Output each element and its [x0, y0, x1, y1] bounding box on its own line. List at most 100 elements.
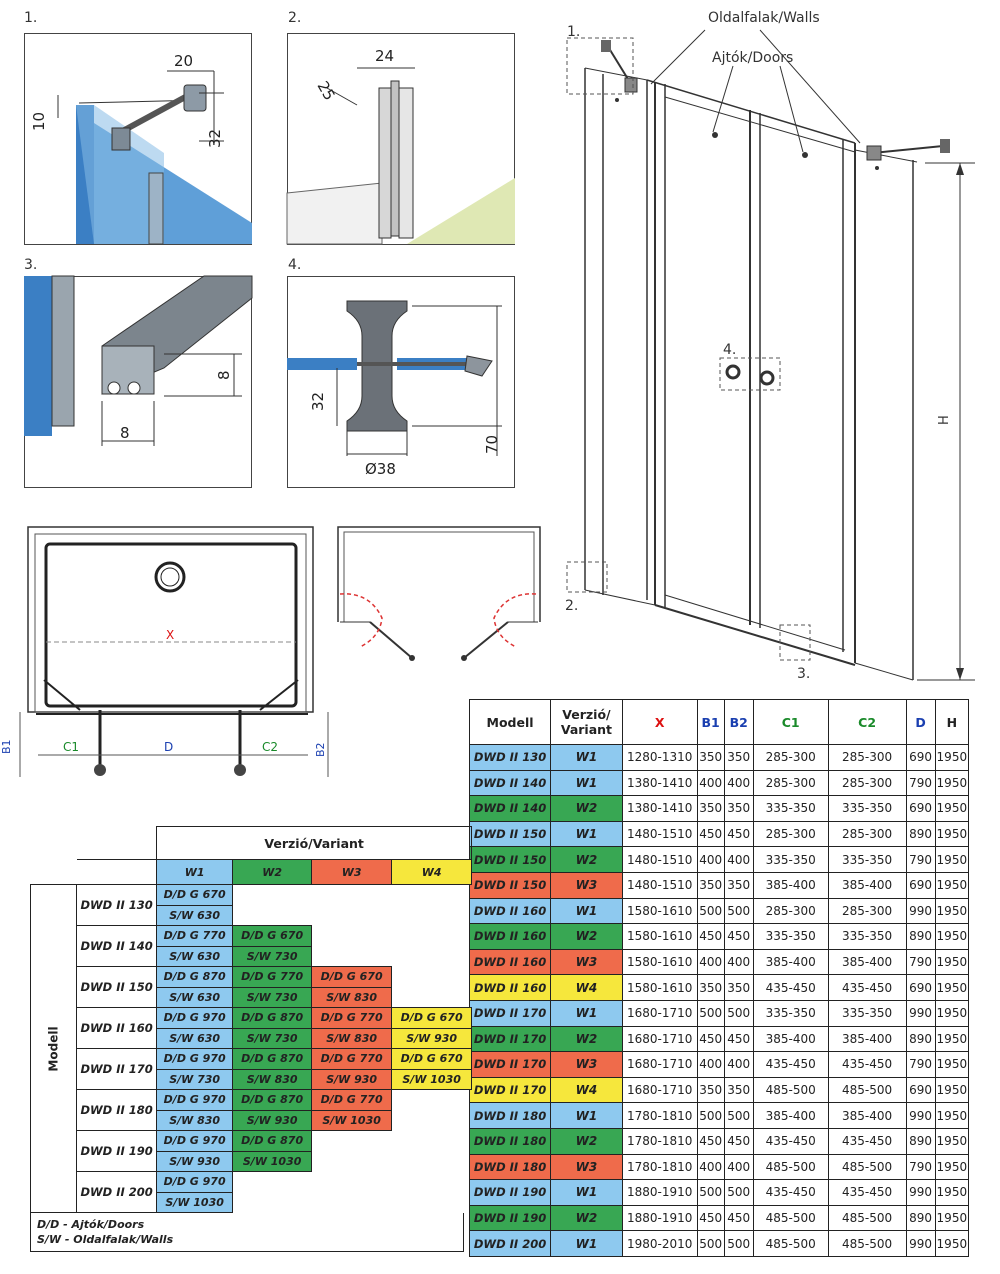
- detail-panel-3: 8 8: [24, 275, 253, 488]
- cell-c1: 435-450: [752, 1179, 829, 1206]
- spec-table-container: Modell Verzió/ Variant X B1 B2 C1 C2 D H…: [468, 699, 970, 1257]
- cell-variant: W1: [550, 1230, 623, 1257]
- cell-c1: 335-350: [752, 999, 829, 1027]
- cell-b1: 500: [696, 999, 725, 1027]
- cell-b2: 500: [723, 1102, 754, 1129]
- cell-h: 1950: [934, 1179, 970, 1206]
- matrix-title: Verzió/Variant: [156, 826, 473, 860]
- cell-d: 890: [905, 820, 936, 848]
- cell-d: 790: [905, 769, 936, 797]
- cell-b1: 450: [696, 923, 725, 950]
- cell-variant: W2: [550, 846, 623, 873]
- cell-c2: 385-400: [827, 871, 907, 899]
- cell-x: 1880-1910: [621, 1204, 698, 1232]
- cell-h: 1950: [934, 1204, 970, 1232]
- cell-h: 1950: [934, 1102, 970, 1129]
- cell-h: 1950: [934, 1230, 970, 1257]
- matrix-cell: D/D G 970: [156, 1048, 234, 1070]
- cell-c2: 485-500: [827, 1153, 907, 1181]
- cell-c2: 285-300: [827, 744, 907, 771]
- cell-x: 1980-2010: [621, 1230, 698, 1257]
- matrix-empty: [312, 1172, 392, 1193]
- cell-model: DWD II 170: [468, 1051, 552, 1078]
- col-header-c2: C2: [827, 699, 907, 745]
- matrix-empty: [392, 1110, 472, 1131]
- cell-b2: 450: [723, 923, 754, 950]
- plan-b2-label: B2: [314, 742, 327, 757]
- panel-2-label: 2.: [288, 10, 302, 26]
- cell-model: DWD II 180: [468, 1153, 552, 1181]
- cell-c2: 285-300: [827, 769, 907, 797]
- cell-c1: 385-400: [752, 1025, 829, 1053]
- cell-model: DWD II 180: [468, 1127, 552, 1155]
- cell-model: DWD II 140: [468, 769, 552, 797]
- matrix-side-label: Modell: [46, 1025, 61, 1072]
- matrix-empty: [392, 905, 472, 926]
- cell-d: 990: [905, 897, 936, 925]
- matrix-cell: S/W 730: [156, 1068, 234, 1090]
- matrix-empty: [392, 1192, 472, 1213]
- cell-c1: 485-500: [752, 1204, 829, 1232]
- cell-d: 890: [905, 1204, 936, 1232]
- cell-c1: 435-450: [752, 1127, 829, 1155]
- cell-variant: W3: [550, 871, 623, 899]
- variant-header-w2: W2: [232, 859, 313, 885]
- cell-h: 1950: [934, 948, 970, 976]
- matrix-empty: [312, 1192, 392, 1213]
- matrix-empty: [312, 1151, 392, 1172]
- marker-1: 1.: [567, 24, 580, 40]
- matrix-cell: S/W 1030: [232, 1150, 313, 1172]
- matrix-empty: [392, 1151, 472, 1172]
- variant-header-w1: W1: [156, 859, 234, 885]
- cell-variant: W4: [550, 974, 623, 1001]
- cell-h: 1950: [934, 923, 970, 950]
- cell-b2: 350: [723, 871, 754, 899]
- col-header-b2: B2: [723, 699, 754, 745]
- cell-d: 690: [905, 744, 936, 771]
- cell-variant: W3: [550, 1153, 623, 1181]
- cell-c1: 485-500: [752, 1230, 829, 1257]
- matrix-model-label: DWD II 150: [76, 966, 158, 1008]
- cell-d: 990: [905, 1179, 936, 1206]
- cell-d: 690: [905, 795, 936, 822]
- matrix-empty: [233, 1192, 312, 1213]
- cell-h: 1950: [934, 795, 970, 822]
- cell-c1: 335-350: [752, 923, 829, 950]
- cell-model: DWD II 150: [468, 820, 552, 848]
- matrix-model-label: DWD II 200: [76, 1171, 158, 1213]
- cell-d: 990: [905, 999, 936, 1027]
- cell-variant: W1: [550, 1179, 623, 1206]
- detail-panel-2: 24 25: [286, 33, 515, 245]
- cell-b2: 400: [723, 846, 754, 873]
- cell-c2: 435-450: [827, 974, 907, 1001]
- cell-c1: 285-300: [752, 897, 829, 925]
- callout-doors: Ajtók/Doors: [712, 50, 793, 66]
- cell-x: 1680-1710: [621, 1025, 698, 1053]
- panel-1-label: 1.: [24, 10, 38, 26]
- matrix-cell: D/D G 970: [156, 1089, 234, 1111]
- col-header-variant: Verzió/ Variant: [550, 699, 623, 745]
- matrix-cell: D/D G 770: [311, 1089, 393, 1111]
- matrix-cell: D/D G 670: [391, 1007, 473, 1029]
- cell-h: 1950: [934, 1051, 970, 1078]
- cell-model: DWD II 190: [468, 1204, 552, 1232]
- matrix-cell: D/D G 770: [232, 966, 313, 988]
- cell-c1: 385-400: [752, 871, 829, 899]
- cell-b1: 400: [696, 846, 725, 873]
- cell-d: 790: [905, 1153, 936, 1181]
- matrix-cell: D/D G 870: [232, 1130, 313, 1152]
- cell-b1: 450: [696, 1025, 725, 1053]
- matrix-cell: D/D G 770: [311, 1007, 393, 1029]
- cell-x: 1480-1510: [621, 871, 698, 899]
